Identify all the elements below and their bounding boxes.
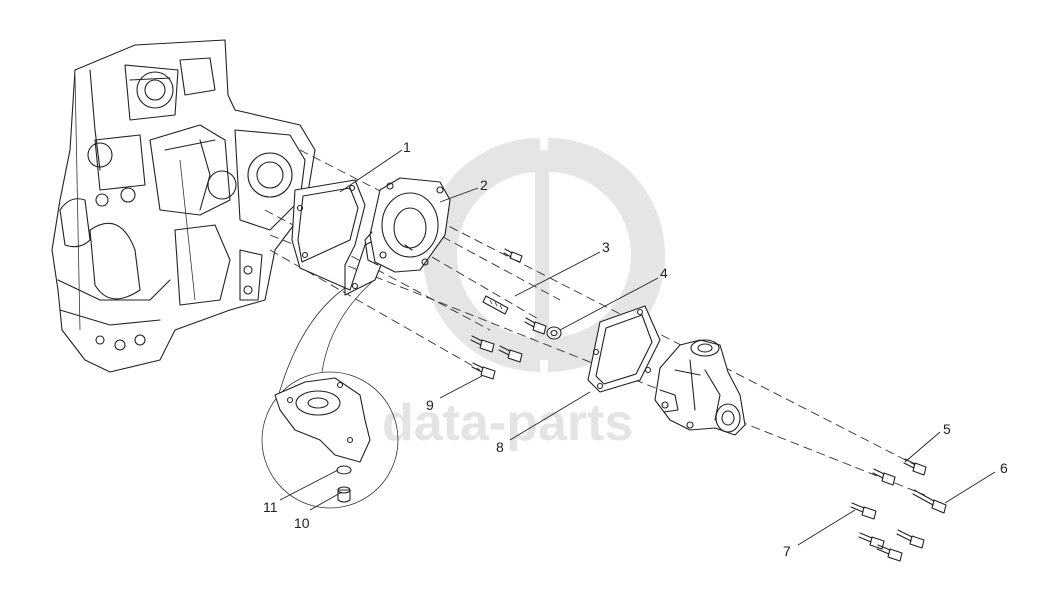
screw-9a (470, 335, 495, 353)
callout-4: 4 (660, 265, 668, 281)
screw-3b (524, 317, 547, 335)
gasket-upper (291, 179, 386, 296)
bolt-part-6 (912, 489, 947, 514)
callout-labels: 1 2 3 4 5 6 7 8 9 10 11 (263, 139, 1008, 559)
bolts-part-5 (872, 458, 927, 486)
engine-block (51, 39, 316, 373)
callout-7: 7 (783, 543, 791, 559)
screws-part-3 (482, 248, 547, 335)
callout-11: 11 (263, 499, 278, 515)
watermark-text: data-parts (382, 394, 633, 452)
screw-9c (471, 362, 496, 380)
gasket-lower (587, 305, 661, 393)
callout-10: 10 (294, 515, 310, 531)
callout-2: 2 (480, 177, 488, 193)
callout-5: 5 (943, 421, 951, 437)
stud-3 (482, 295, 509, 315)
screw-3a (503, 248, 523, 263)
screw-9b (498, 345, 523, 363)
callout-9: 9 (426, 397, 434, 413)
water-pump-housing (654, 339, 746, 436)
callout-1: 1 (403, 139, 411, 155)
callout-8: 8 (496, 439, 504, 455)
callout-3: 3 (602, 239, 610, 255)
watermark-logo (423, 138, 665, 372)
nut-part-4 (546, 326, 562, 340)
callout-6: 6 (1000, 460, 1008, 476)
cover-plate (364, 177, 451, 273)
screws-part-9 (470, 335, 523, 380)
leader-lines (279, 149, 996, 546)
bolts-part-7 (850, 502, 925, 562)
